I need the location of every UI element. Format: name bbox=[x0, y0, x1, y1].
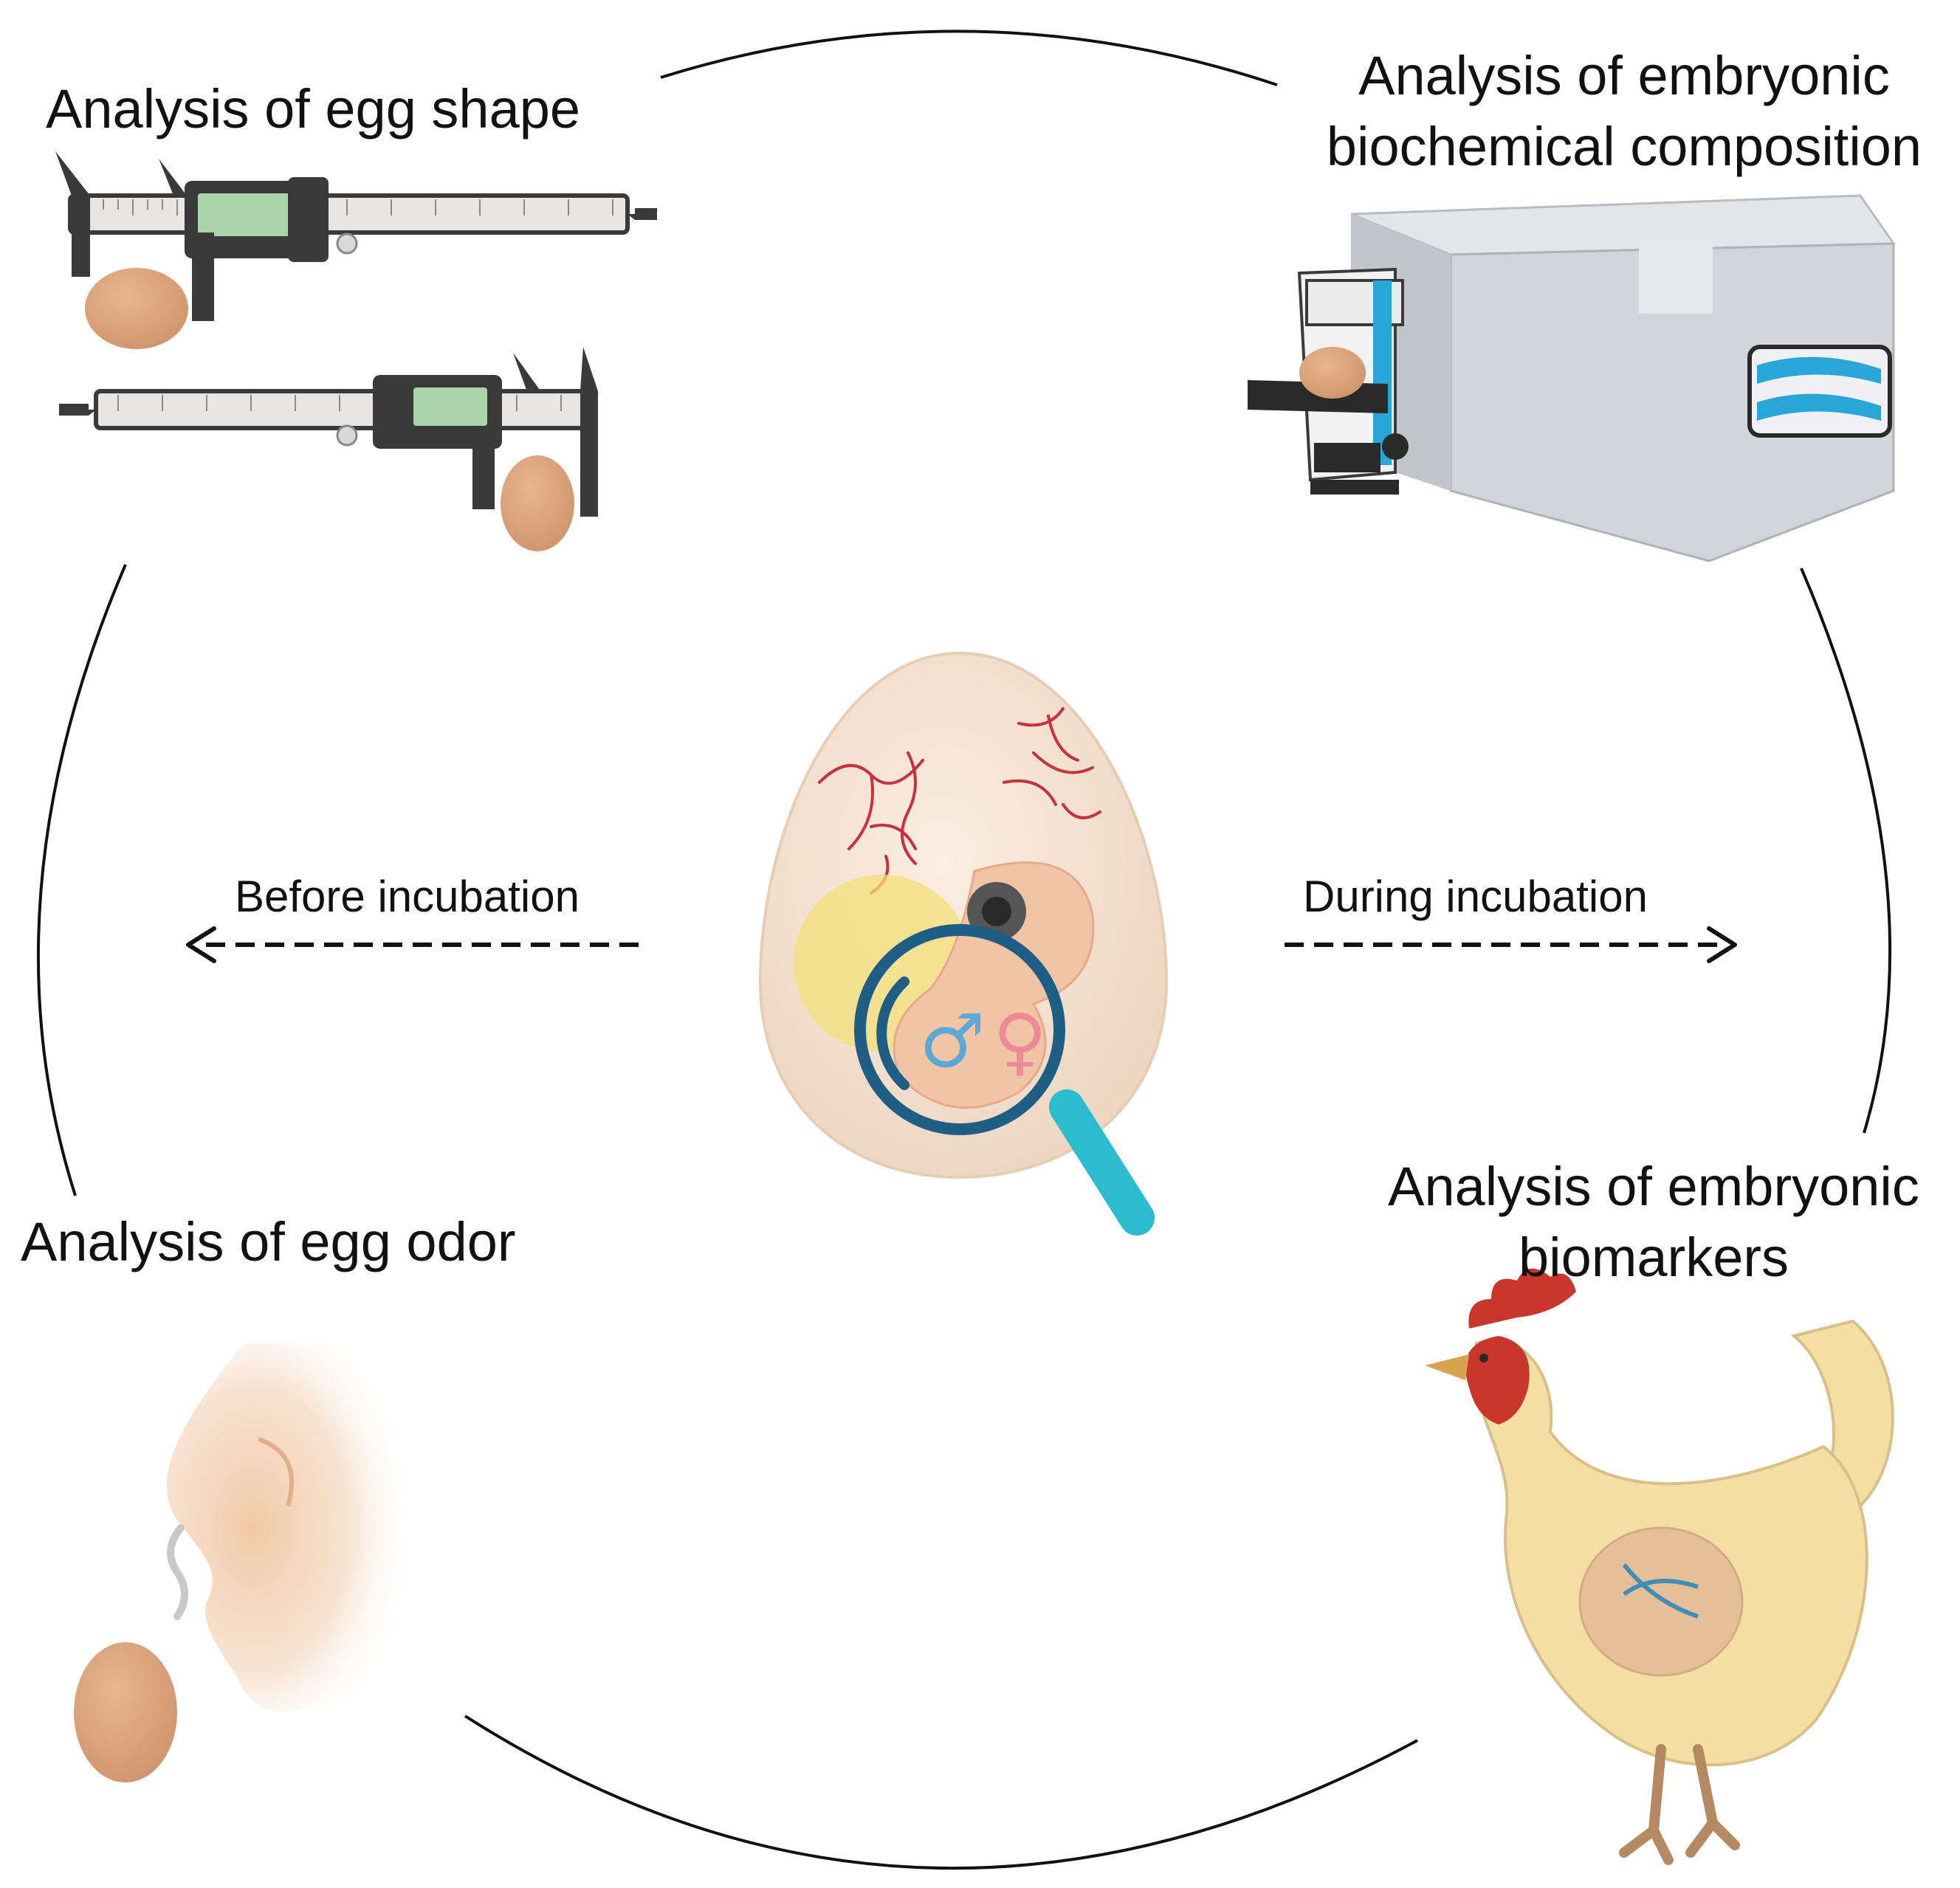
label-egg-shape: Analysis of egg shape bbox=[46, 78, 581, 139]
blood-vessels bbox=[818, 707, 1101, 895]
egg-on-stage bbox=[1299, 347, 1366, 399]
arc-bottom bbox=[464, 1715, 1418, 1870]
label-biochemical-line1: Analysis of embryonic bbox=[1358, 45, 1890, 106]
male-symbol-icon: ♂ bbox=[919, 998, 986, 1084]
spectrometer-illustration bbox=[1248, 194, 1896, 562]
egg-in-caliper-top bbox=[85, 268, 188, 349]
egg-smelled bbox=[74, 1642, 177, 1782]
label-biomarkers-line1: Analysis of embryonic bbox=[1388, 1156, 1919, 1217]
dna-icon bbox=[1622, 1563, 1699, 1619]
label-biochemical-line2: biochemical composition bbox=[1326, 116, 1922, 177]
egg-in-caliper-bottom bbox=[501, 455, 574, 551]
magnifier-icon: ♂ ♀ bbox=[854, 924, 1155, 1236]
rooster-comb bbox=[1468, 1268, 1576, 1329]
label-embryonic-biomarkers: Analysis of embryonic biomarkers bbox=[1329, 1151, 1960, 1293]
embryo bbox=[893, 861, 1095, 1109]
label-during-incubation: During incubation bbox=[1303, 872, 1648, 921]
face-smelling-illustration bbox=[74, 1343, 413, 1782]
arrow-during-incubation bbox=[1285, 926, 1737, 963]
female-symbol-icon: ♀ bbox=[993, 998, 1047, 1084]
central-egg-illustration bbox=[758, 651, 1169, 1179]
rooster-illustration bbox=[1425, 1268, 1894, 1865]
cycle-circle bbox=[36, 30, 1892, 1870]
label-biochemical-composition: Analysis of embryonic biochemical compos… bbox=[1292, 41, 1956, 182]
label-egg-odor: Analysis of egg odor bbox=[21, 1211, 516, 1272]
arrow-before-incubation bbox=[186, 926, 639, 963]
caliper-top-illustration bbox=[55, 151, 657, 349]
label-before-incubation: Before incubation bbox=[235, 872, 580, 921]
arc-top bbox=[660, 30, 1278, 86]
caliper-bottom-illustration bbox=[59, 347, 598, 551]
arc-left bbox=[36, 564, 127, 1196]
egg-inside-rooster bbox=[1578, 1526, 1744, 1677]
arc-right bbox=[1800, 568, 1892, 1134]
instrument-side-port bbox=[1747, 345, 1892, 438]
label-biomarkers-line2: biomarkers bbox=[1519, 1227, 1789, 1288]
